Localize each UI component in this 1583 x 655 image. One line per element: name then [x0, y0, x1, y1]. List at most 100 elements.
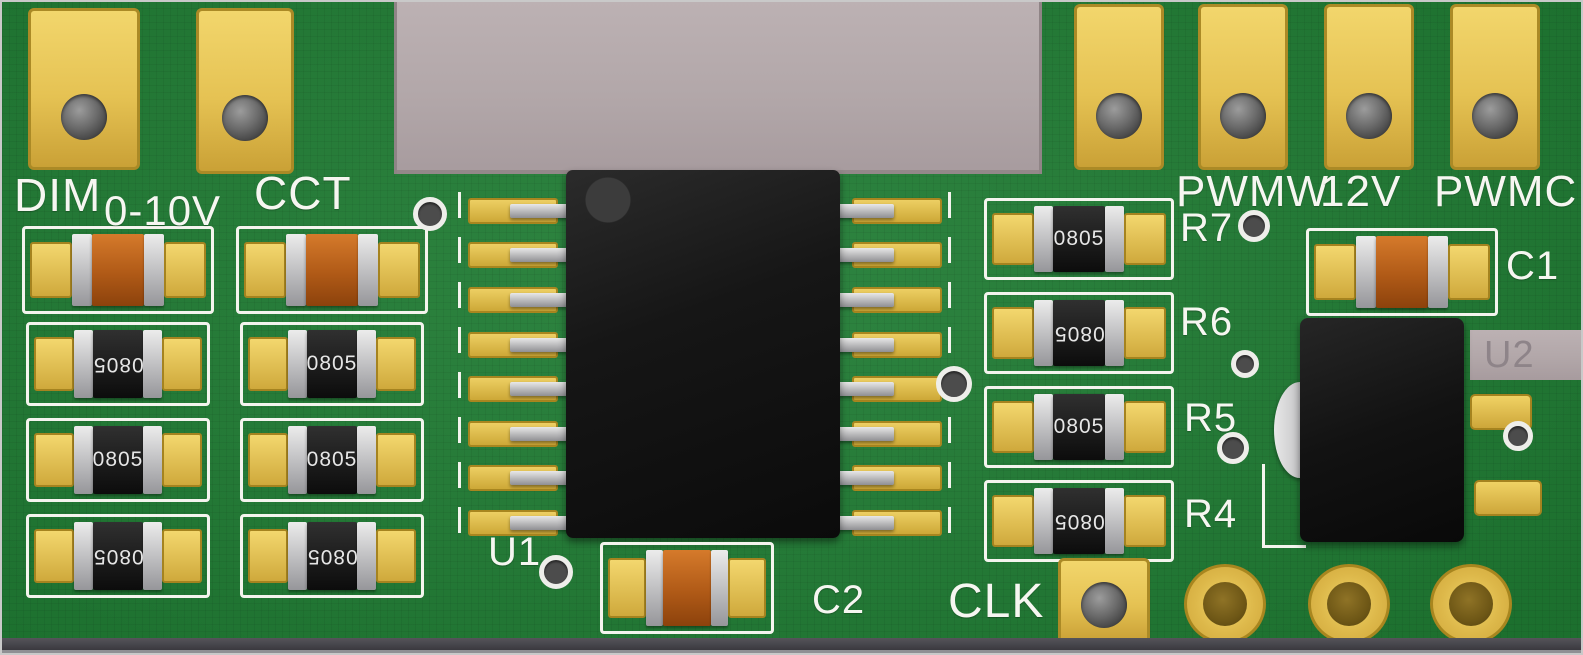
capacitor-c1 [1314, 236, 1490, 308]
terminal [1356, 236, 1376, 308]
via [1238, 210, 1270, 242]
resistor-body: 0805 [306, 426, 358, 494]
solder-pad [1474, 480, 1542, 516]
component-outline [1306, 228, 1498, 316]
solder-pad [375, 433, 416, 487]
component-outline: 0805 [26, 322, 210, 406]
resistor: 0805 [248, 330, 416, 398]
label-r4: R4 [1184, 492, 1238, 536]
solder-pad [1447, 243, 1490, 301]
ic-pin [834, 204, 894, 218]
resistor-body: 0805 [1052, 488, 1106, 554]
clk-pad [1058, 558, 1150, 644]
component-outline: 0805 [26, 514, 210, 598]
label-c2: C2 [812, 578, 866, 622]
resistor-r7: 0805 [992, 206, 1166, 272]
terminal [1033, 394, 1053, 460]
terminal [286, 234, 306, 306]
solder-pad [375, 529, 416, 583]
component-outline: 0805 [240, 418, 424, 502]
connector-pad-left-2 [196, 8, 294, 174]
resistor: 0805 [34, 330, 202, 398]
terminal [1105, 300, 1125, 366]
plated-hole [1472, 93, 1518, 139]
solder-pad [248, 337, 289, 391]
solder-pad [1124, 213, 1166, 265]
terminal [1033, 206, 1053, 272]
terminal [144, 234, 164, 306]
ic-pin [510, 382, 570, 396]
ic-pin [510, 427, 570, 441]
ic-pin [834, 293, 894, 307]
capacitor [30, 234, 206, 306]
terminal [1105, 394, 1125, 460]
ic-pin [510, 204, 570, 218]
plated-hole [1203, 582, 1247, 626]
connector-pad-right-4 [1450, 4, 1540, 170]
solder-pad [34, 433, 75, 487]
plated-hole [222, 95, 268, 141]
round-pad [1430, 564, 1512, 644]
capacitor-c2 [608, 550, 766, 626]
resistor-r6: 0805 [992, 300, 1166, 366]
solder-pad [248, 433, 289, 487]
terminal [1033, 488, 1053, 554]
capacitor-body [1375, 236, 1429, 308]
terminal [1105, 488, 1125, 554]
via [1231, 350, 1259, 378]
plated-hole [1449, 582, 1493, 626]
ic-pin [834, 471, 894, 485]
plated-hole [1327, 582, 1371, 626]
ic-pin [834, 516, 894, 530]
terminal [645, 550, 664, 626]
resistor-body: 0805 [92, 426, 144, 494]
terminal [74, 426, 93, 494]
ic-pin [834, 338, 894, 352]
component-outline: 0805 [240, 322, 424, 406]
label-clk: CLK [948, 575, 1045, 628]
resistor-body: 0805 [92, 522, 144, 590]
component-outline: 0805 [984, 480, 1174, 562]
resistor-body: 0805 [1052, 300, 1106, 366]
label-0-10v: 0-10V [104, 187, 222, 234]
round-pad [1184, 564, 1266, 644]
resistor: 0805 [248, 522, 416, 590]
connector-pad-right-3 [1324, 4, 1414, 170]
ic-pin [510, 293, 570, 307]
resistor-body: 0805 [92, 330, 144, 398]
label-cct: CCT [254, 167, 352, 219]
component-marking: 0805 [1053, 322, 1105, 345]
connector-pad-right-1 [1074, 4, 1164, 170]
round-pad [1308, 564, 1390, 644]
connector-pad-right-2 [1198, 4, 1288, 170]
component-marking: 0805 [1053, 415, 1105, 438]
label-pwmw: PWMW [1176, 167, 1330, 216]
solder-pad [161, 433, 202, 487]
solder-pad [1314, 243, 1357, 301]
ic-pin [834, 382, 894, 396]
resistor: 0805 [34, 426, 202, 494]
label-c1: C1 [1506, 244, 1560, 288]
label-pwmc: PWMC [1434, 167, 1578, 216]
component-marking: 0805 [1053, 510, 1105, 533]
label-u2: U2 [1484, 334, 1535, 376]
ic-pin [510, 248, 570, 262]
resistor: 0805 [34, 522, 202, 590]
terminal [358, 234, 378, 306]
via [1503, 421, 1533, 451]
terminal [72, 234, 92, 306]
component-marking: 0805 [92, 448, 144, 471]
ic-pin [510, 471, 570, 485]
ic-pin [834, 248, 894, 262]
terminal [288, 330, 307, 398]
connector-pad-left-1 [28, 8, 140, 170]
component-outline: 0805 [26, 418, 210, 502]
capacitor-body [91, 234, 145, 306]
solder-pad [992, 495, 1034, 547]
component-marking: 0805 [306, 448, 358, 471]
solder-pad [992, 401, 1034, 453]
silkscreen-corner [1262, 464, 1306, 548]
label-r6: R6 [1180, 300, 1234, 344]
board-edge [2, 638, 1581, 653]
